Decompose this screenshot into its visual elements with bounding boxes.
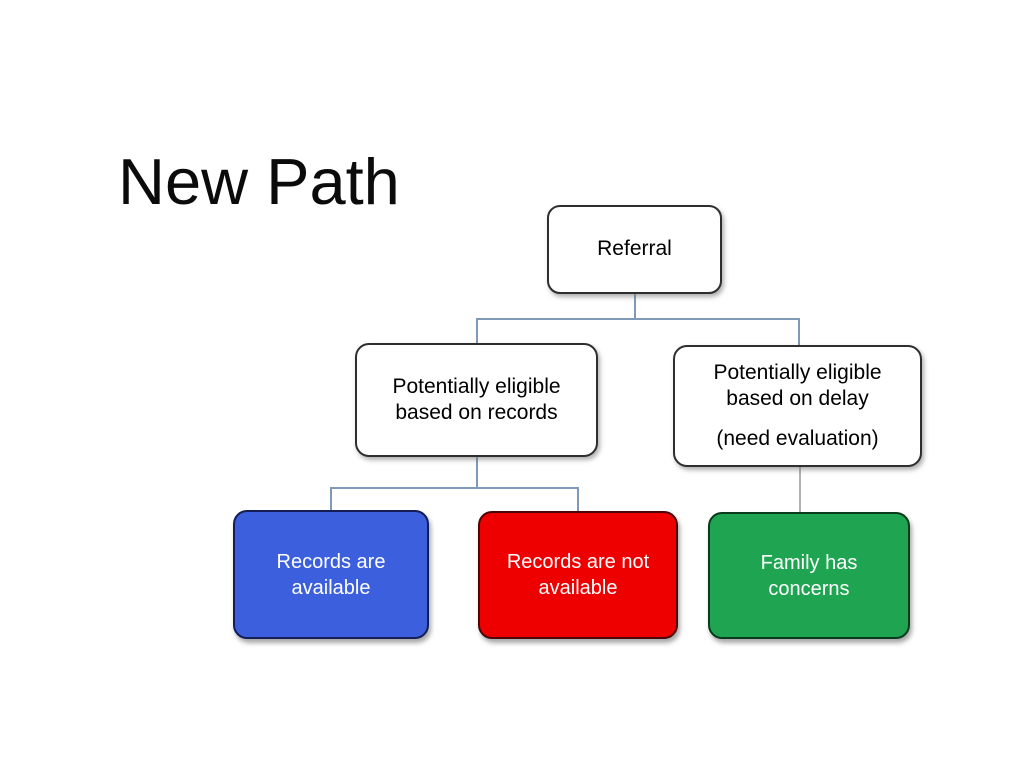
connector-level3-horizontal <box>330 487 578 489</box>
connector-not-available-down <box>577 487 579 512</box>
slide-title: New Path <box>118 145 400 218</box>
connector-referral-down <box>634 294 636 319</box>
connector-records-down <box>476 318 478 345</box>
connector-level2-horizontal <box>476 318 799 320</box>
connector-available-down <box>330 487 332 511</box>
flowchart-node-family-concerns: Family has concerns <box>708 512 910 639</box>
connector-records-fork-stem <box>476 457 478 488</box>
node-label: Potentially eligible based on records <box>392 374 561 424</box>
node-label: Referral <box>597 237 672 261</box>
node-label: Records are available <box>276 550 386 599</box>
connector-concerns-down <box>799 467 801 513</box>
flowchart-node-referral: Referral <box>547 205 722 294</box>
node-label: Potentially eligible based on delay <box>713 361 882 411</box>
node-sublabel: (need evaluation) <box>716 426 879 450</box>
flowchart-node-eligible-records: Potentially eligible based on records <box>355 343 598 457</box>
flowchart-node-eligible-delay: Potentially eligible based on delay (nee… <box>673 345 922 467</box>
flowchart-node-records-available: Records are available <box>233 510 429 639</box>
node-label: Records are not available <box>506 551 650 599</box>
node-label: Family has concerns <box>760 551 858 600</box>
connector-delay-down <box>798 318 800 347</box>
flowchart-node-records-not-available: Records are not available <box>478 511 678 639</box>
